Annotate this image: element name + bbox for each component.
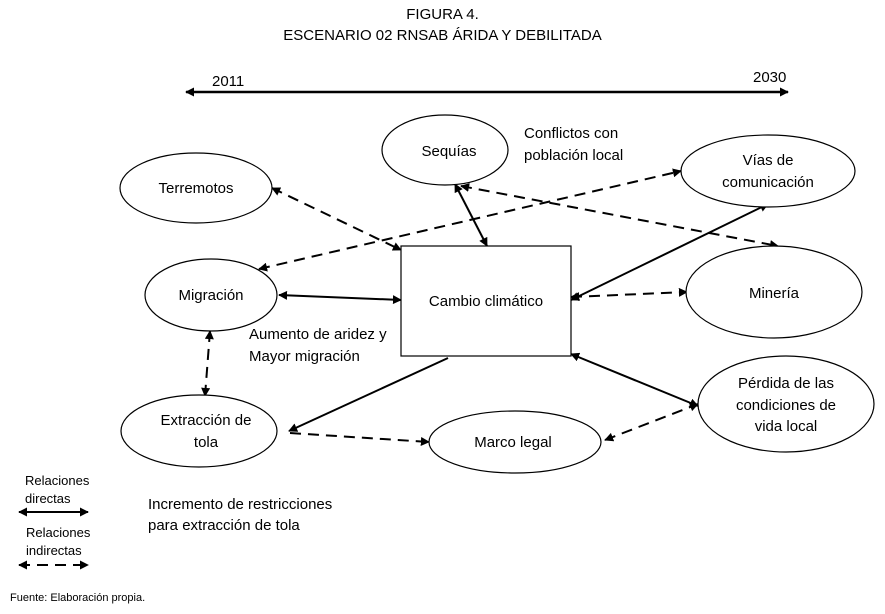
indirect-migracion-extraccion	[201, 330, 214, 397]
node-vias-label-1: Vías de	[743, 152, 794, 169]
node-perdida-label-1: Pérdida de las	[738, 375, 834, 392]
node-mineria-label: Minería	[749, 285, 800, 302]
figure-label: FIGURA 4.	[406, 6, 479, 23]
direct-sequias-cambio	[454, 183, 488, 247]
annotation-conflictos-1: Conflictos con	[524, 125, 618, 142]
node-perdida-label-2: condiciones de	[736, 397, 836, 414]
node-marco-label: Marco legal	[474, 434, 552, 451]
direct-cambio-perdida	[570, 352, 699, 408]
legend-direct-label-1: Relaciones	[25, 473, 90, 488]
direct-migracion-cambio	[278, 290, 402, 305]
legend-indirect-label-2: indirectas	[26, 543, 82, 558]
node-vias	[680, 134, 856, 208]
figure-source: Fuente: Elaboración propia.	[10, 592, 146, 604]
node-perdida	[697, 355, 875, 453]
node-vias-label-2: comunicación	[722, 174, 814, 191]
annotation-aridez-1: Aumento de aridez y	[249, 326, 387, 343]
node-terremotos	[119, 152, 273, 224]
node-migracion	[144, 258, 278, 332]
node-extraccion-label-1: Extracción de	[161, 412, 252, 429]
node-mineria	[685, 245, 863, 339]
node-sequias-label: Sequías	[421, 143, 476, 160]
indirect-terremotos-cambio	[271, 187, 402, 251]
node-extraccion	[120, 394, 278, 468]
legend-indirect-label-1: Relaciones	[26, 525, 91, 540]
node-perdida-label-3: vida local	[755, 418, 818, 435]
timeline-end: 2030	[753, 69, 786, 86]
annotation-restricciones-1: Incremento de restricciones	[148, 496, 332, 513]
annotation-restricciones-2: para extracción de tola	[148, 517, 300, 534]
annotation-conflictos-2: población local	[524, 147, 623, 164]
node-sequias	[381, 114, 509, 186]
annotation-aridez-2: Mayor migración	[249, 348, 360, 365]
indirect-marco-perdida	[604, 402, 699, 442]
node-cambio-label: Cambio climático	[429, 293, 543, 310]
legend-direct-label-2: directas	[25, 491, 71, 506]
node-terremotos-label: Terremotos	[158, 180, 233, 197]
direct-cambio-extraccion	[288, 357, 449, 432]
figure-title: ESCENARIO 02 RNSAB ÁRIDA Y DEBILITADA	[283, 27, 602, 44]
indirect-cambio-mineria	[570, 287, 688, 302]
node-migracion-label: Migración	[178, 287, 243, 304]
node-marco	[428, 410, 602, 474]
node-cambio	[400, 245, 572, 357]
node-extraccion-label-2: tola	[194, 434, 219, 451]
indirect-extraccion-marco	[289, 432, 430, 446]
timeline-start: 2011	[212, 73, 244, 90]
